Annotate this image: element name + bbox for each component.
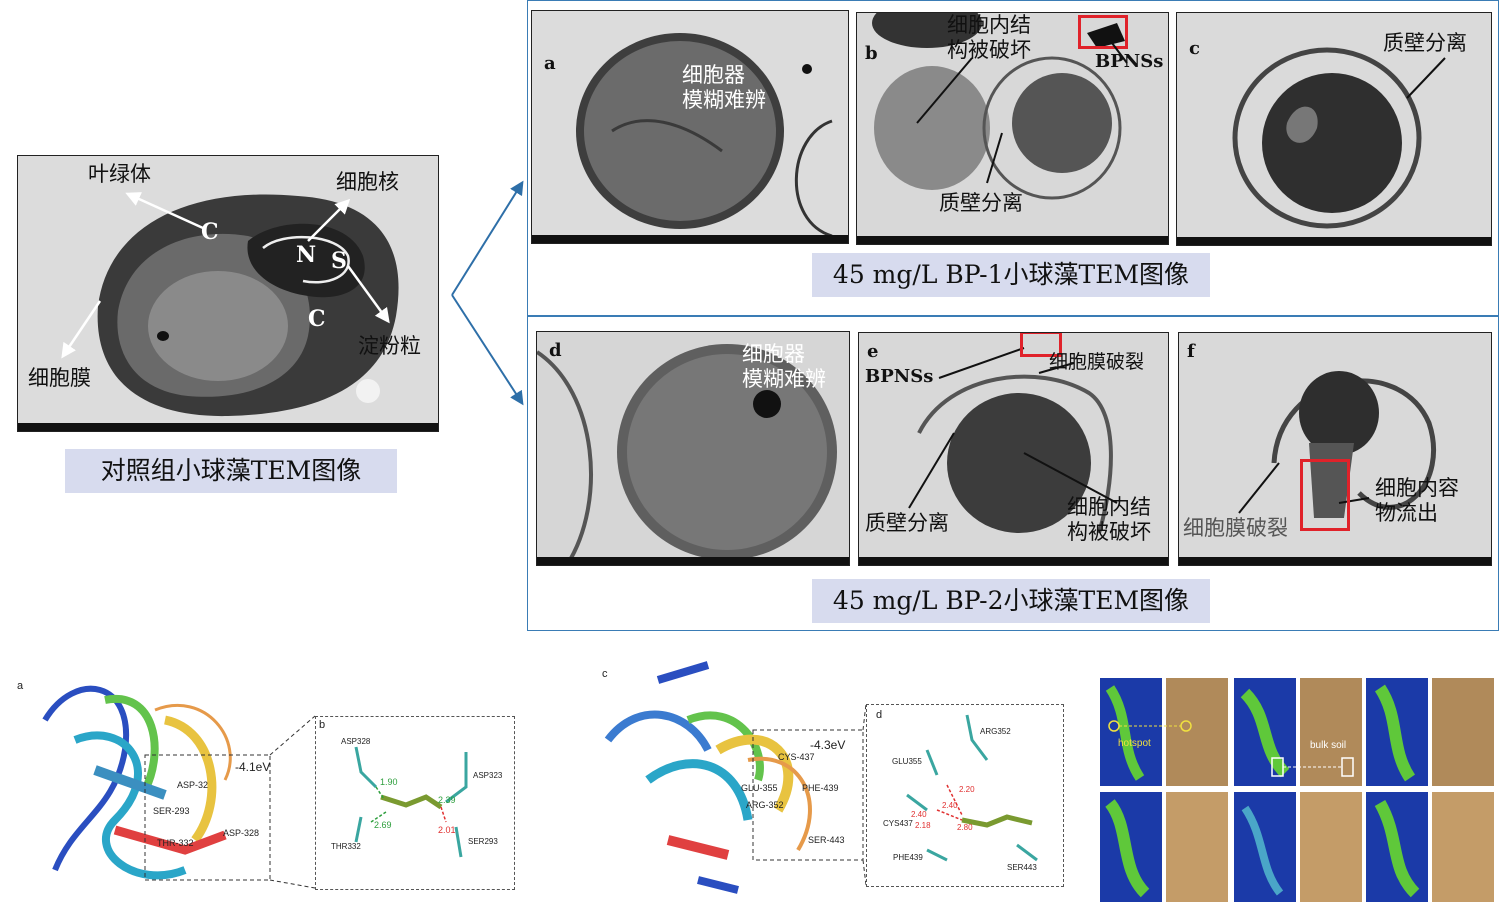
bulk-soil-label: bulk soil (1310, 740, 1347, 751)
bp2-caption: 45 mg/L BP-2小球藻TEM图像 (812, 579, 1210, 623)
residue-arg352: ARG-352 (746, 800, 784, 810)
tem-panel-a: a 细胞器 模糊难辨 (531, 10, 849, 244)
detail-phe439: PHE439 (893, 853, 923, 862)
tem-panel-f: f 细胞内容 物流出 细胞膜破裂 (1178, 332, 1492, 566)
detail-ser443: SER443 (1007, 863, 1037, 872)
tem-panel-c: c 质壁分离 (1176, 12, 1492, 246)
label-b-damage: 细胞内结 构被破坏 (947, 13, 1031, 63)
bp2-frame (527, 315, 1499, 631)
bp1-frame (527, 0, 1499, 317)
label-f-rupture: 细胞膜破裂 (1183, 516, 1288, 540)
label-n: N (296, 242, 317, 268)
distance-d5: 2.80 (957, 823, 973, 832)
docking-detail-b: b ASP328 ASP323 THR332 SER293 1.90 2.39 … (315, 716, 515, 890)
residue-cys437: CYS-437 (778, 752, 815, 762)
label-membrane: 细胞膜 (28, 366, 91, 390)
detail-asp323: ASP323 (473, 771, 503, 780)
label-e-damage: 细胞内结 构被破坏 (1067, 495, 1151, 545)
label-e-plasmolysis: 质壁分离 (865, 511, 949, 535)
connector-arrows (451, 180, 524, 406)
bp1-caption: 45 mg/L BP-1小球藻TEM图像 (812, 253, 1210, 297)
tem-panel-e: e BPNSs 细胞膜破裂 质壁分离 细胞内结 构被破坏 (858, 332, 1169, 566)
control-tem-image: C N S C 叶绿体 细胞核 淀粉粒 细胞膜 (17, 155, 439, 432)
letter-b: b (865, 43, 878, 64)
residue-ser443: SER-443 (808, 835, 845, 845)
tem-panel-d: d 细胞器 模糊难辨 (536, 331, 850, 566)
hotspot-label: hotspot (1118, 738, 1151, 749)
distance-d3: 2.40 (911, 810, 927, 819)
label-e-rupture: 细胞膜破裂 (1049, 351, 1145, 373)
bpnss-highlight-e (1020, 333, 1062, 357)
distance-d1: 2.20 (959, 785, 975, 794)
bpnss-highlight-b (1078, 15, 1128, 49)
detail-ser293: SER293 (468, 837, 498, 846)
label-c-plasmolysis: 质壁分离 (1383, 31, 1467, 55)
protein-structure-right (604, 661, 867, 894)
letter-a: a (544, 53, 556, 74)
protein-structure-left (42, 685, 316, 889)
label-b-bpnss: BPNSs (1095, 51, 1164, 72)
energy-right: -4.3eV (810, 738, 846, 752)
distance-4: 2.01 (438, 825, 456, 835)
detail-cys437: CYS437 (883, 819, 913, 828)
detail-thr332: THR332 (331, 842, 361, 851)
distance-3: 2.69 (374, 820, 392, 830)
distance-d2: 2.40 (942, 801, 958, 810)
panel-label-d: d (876, 709, 883, 721)
label-a-organelle: 细胞器 模糊难辨 (682, 63, 766, 113)
control-caption: 对照组小球藻TEM图像 (65, 449, 397, 493)
tem-panel-b: b 细胞内结 构被破坏 BPNSs 质壁分离 (856, 12, 1169, 245)
panel-label-a: a (17, 680, 24, 692)
label-c1: C (201, 219, 219, 245)
label-s: S (331, 248, 347, 274)
letter-f: f (1187, 341, 1195, 362)
soil-image-grid: hotspot bulk soil (1100, 678, 1496, 902)
label-d-organelle: 细胞器 模糊难辨 (742, 342, 826, 392)
letter-c: c (1189, 38, 1200, 59)
label-starch: 淀粉粒 (358, 334, 421, 358)
outflow-highlight-f (1300, 459, 1350, 531)
label-e-bpnss: BPNSs (865, 366, 934, 387)
docking-left: a -4.1eV ASP-32 SER-293 THR-332 ASP-328 … (15, 660, 525, 910)
energy-left: -4.1eV (235, 760, 271, 774)
docking-right: c -4.3eV CYS-437 GLU-355 ARG-352 PHE-439… (598, 660, 1078, 910)
distance-1: 1.90 (380, 777, 398, 787)
label-chloroplast: 叶绿体 (88, 162, 151, 186)
letter-d: d (549, 340, 562, 361)
label-b-plasmolysis: 质壁分离 (939, 191, 1023, 215)
residue-glu355: GLU-355 (741, 783, 778, 793)
label-nucleus: 细胞核 (336, 170, 399, 194)
panel-label-b: b (319, 719, 326, 731)
detail-arg352: ARG352 (980, 727, 1011, 736)
label-f-outflow: 细胞内容 物流出 (1375, 476, 1459, 526)
residue-asp32: ASP-32 (177, 780, 209, 790)
label-c2: C (308, 306, 326, 332)
residue-ser293: SER-293 (153, 806, 190, 816)
distance-d4: 2.18 (915, 821, 931, 830)
residue-asp328: ASP-328 (223, 828, 260, 838)
panel-label-c: c (602, 668, 608, 680)
residue-thr332: THR-332 (157, 838, 194, 848)
docking-detail-d: d ARG352 GLU355 CYS437 PHE439 SER443 2.2… (866, 704, 1064, 887)
distance-2: 2.39 (438, 795, 456, 805)
detail-asp328: ASP328 (341, 737, 371, 746)
letter-e: e (867, 341, 879, 362)
detail-glu355: GLU355 (892, 757, 922, 766)
residue-phe439: PHE-439 (802, 783, 839, 793)
